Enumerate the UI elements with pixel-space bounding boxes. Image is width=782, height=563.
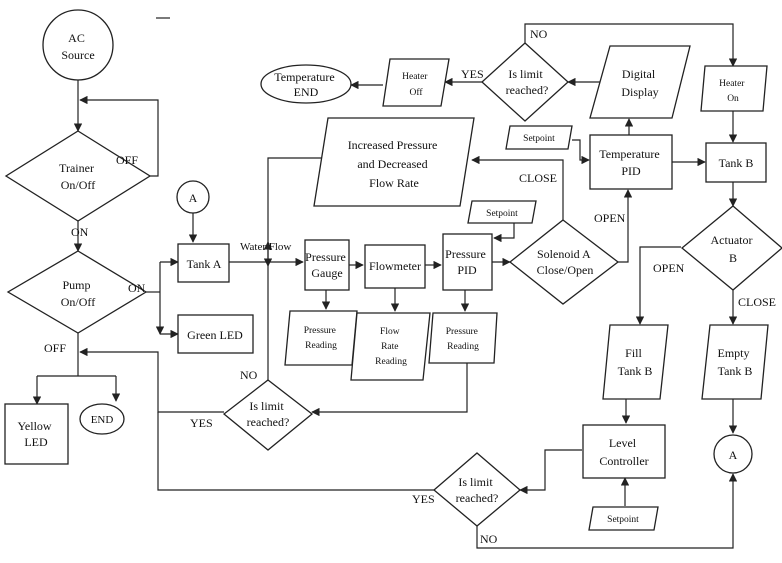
trainer-on-label: ON xyxy=(71,225,89,239)
solenoid-open-label: OPEN xyxy=(594,211,626,225)
pressure-pid-label: Pressure PID xyxy=(445,247,489,277)
increased-pressure-node xyxy=(313,117,475,207)
actuator-open-label: OPEN xyxy=(653,261,685,275)
tank-b-node xyxy=(705,142,767,183)
pump-on-label: ON xyxy=(128,281,146,295)
ac-source-label: AC Source xyxy=(61,31,94,62)
actuator-close-label: CLOSE xyxy=(738,295,776,309)
flowmeter-node xyxy=(364,244,426,289)
pressure-reading-1-node xyxy=(284,310,358,366)
pressure-pid-node xyxy=(442,233,493,291)
limit-bottom-label: Is limit reached? xyxy=(456,475,499,505)
flowmeter-label: Flowmeter xyxy=(369,259,421,273)
pump-decision xyxy=(6,250,148,334)
tank-a-label: Tank A xyxy=(187,257,222,271)
pressure-reading-1-label: Pressure Reading xyxy=(304,326,339,351)
connector-a-bottom xyxy=(713,434,753,474)
heater-on-node xyxy=(700,65,768,112)
limit-left-label: Is limit reached? xyxy=(247,399,290,429)
water-flow-label: Water Flow xyxy=(240,241,291,253)
limit-bottom-no-label: NO xyxy=(480,532,498,546)
green-led-label: Green LED xyxy=(187,328,243,342)
limit-top-decision xyxy=(481,42,569,122)
fill-tank-b-label: Fill Tank B xyxy=(618,346,653,378)
actuator-b-decision xyxy=(680,205,782,291)
flow-rate-reading-node xyxy=(350,312,431,381)
limit-bottom-yes-label: YES xyxy=(412,492,435,506)
level-controller-label: Level Controller xyxy=(599,436,648,468)
flow-rate-reading-label: Flow Rate Reading xyxy=(375,327,407,367)
ac-source-node xyxy=(42,9,114,81)
limit-left-yes-label: YES xyxy=(190,416,213,430)
end-terminal xyxy=(79,403,125,435)
edge-labels: OFF ON ON OFF Water Flow NO YES CLOSE OP… xyxy=(44,27,776,546)
tank-b-label: Tank B xyxy=(719,156,754,170)
level-controller-node xyxy=(582,424,666,479)
actuator-b-label: Actuator B xyxy=(711,233,756,265)
setpoint-temp-label: Setpoint xyxy=(523,134,555,144)
setpoint-level-label: Setpoint xyxy=(607,515,639,525)
green-led-node xyxy=(177,314,254,354)
limit-bottom-decision xyxy=(432,452,522,527)
temperature-pid-label: Temperature PID xyxy=(599,147,662,178)
setpoint-temp-node xyxy=(505,125,573,150)
empty-tank-b-node xyxy=(701,324,769,400)
solenoid-decision xyxy=(508,219,620,305)
digital-display-label: Digital Display xyxy=(621,67,658,99)
yellow-led-node xyxy=(4,403,69,465)
connectors xyxy=(32,23,738,549)
setpoint-level-node xyxy=(588,506,659,531)
temperature-pid-node xyxy=(589,134,673,190)
pressure-reading-2-node xyxy=(428,312,498,364)
connector-a-top-label: A xyxy=(189,191,198,205)
setpoint-pressure-node xyxy=(467,200,537,224)
limit-left-no-label: NO xyxy=(240,368,258,382)
pressure-gauge-label: Pressure Gauge xyxy=(305,250,349,280)
solenoid-close-label: CLOSE xyxy=(519,171,557,185)
trainer-label: Trainer On/Off xyxy=(59,161,97,192)
heater-on-label: Heater On xyxy=(719,79,747,104)
heater-off-node xyxy=(382,58,450,107)
limit-top-no-label: NO xyxy=(530,27,548,41)
pressure-gauge-node xyxy=(304,239,350,291)
setpoint-pressure-label: Setpoint xyxy=(486,209,518,219)
temperature-end-label: Temperature END xyxy=(274,70,337,99)
yellow-led-label: Yellow LED xyxy=(17,419,54,449)
limit-left-decision xyxy=(222,379,314,451)
trainer-decision-shape xyxy=(4,130,152,222)
increased-pressure-label: Increased Pressure and Decreased Flow Ra… xyxy=(348,138,441,190)
connector-a-top xyxy=(176,180,210,214)
end-label: END xyxy=(91,414,114,426)
tank-a-node xyxy=(177,243,230,283)
pressure-reading-2-label: Pressure Reading xyxy=(446,327,481,352)
limit-top-label: Is limit reached? xyxy=(506,67,549,97)
pump-label: Pump On/Off xyxy=(61,278,95,309)
limit-top-yes-label: YES xyxy=(461,67,484,81)
solenoid-label: Solenoid A Close/Open xyxy=(537,247,594,277)
empty-tank-b-label: Empty Tank B xyxy=(718,346,753,378)
heater-off-label: Heater Off xyxy=(402,72,430,98)
temperature-end-terminal xyxy=(260,64,352,104)
connector-a-bottom-label: A xyxy=(729,448,738,462)
digital-display-node xyxy=(589,45,691,119)
pump-off-label: OFF xyxy=(44,341,66,355)
fill-tank-b-node xyxy=(602,324,669,400)
trainer-off-label: OFF xyxy=(116,153,138,167)
